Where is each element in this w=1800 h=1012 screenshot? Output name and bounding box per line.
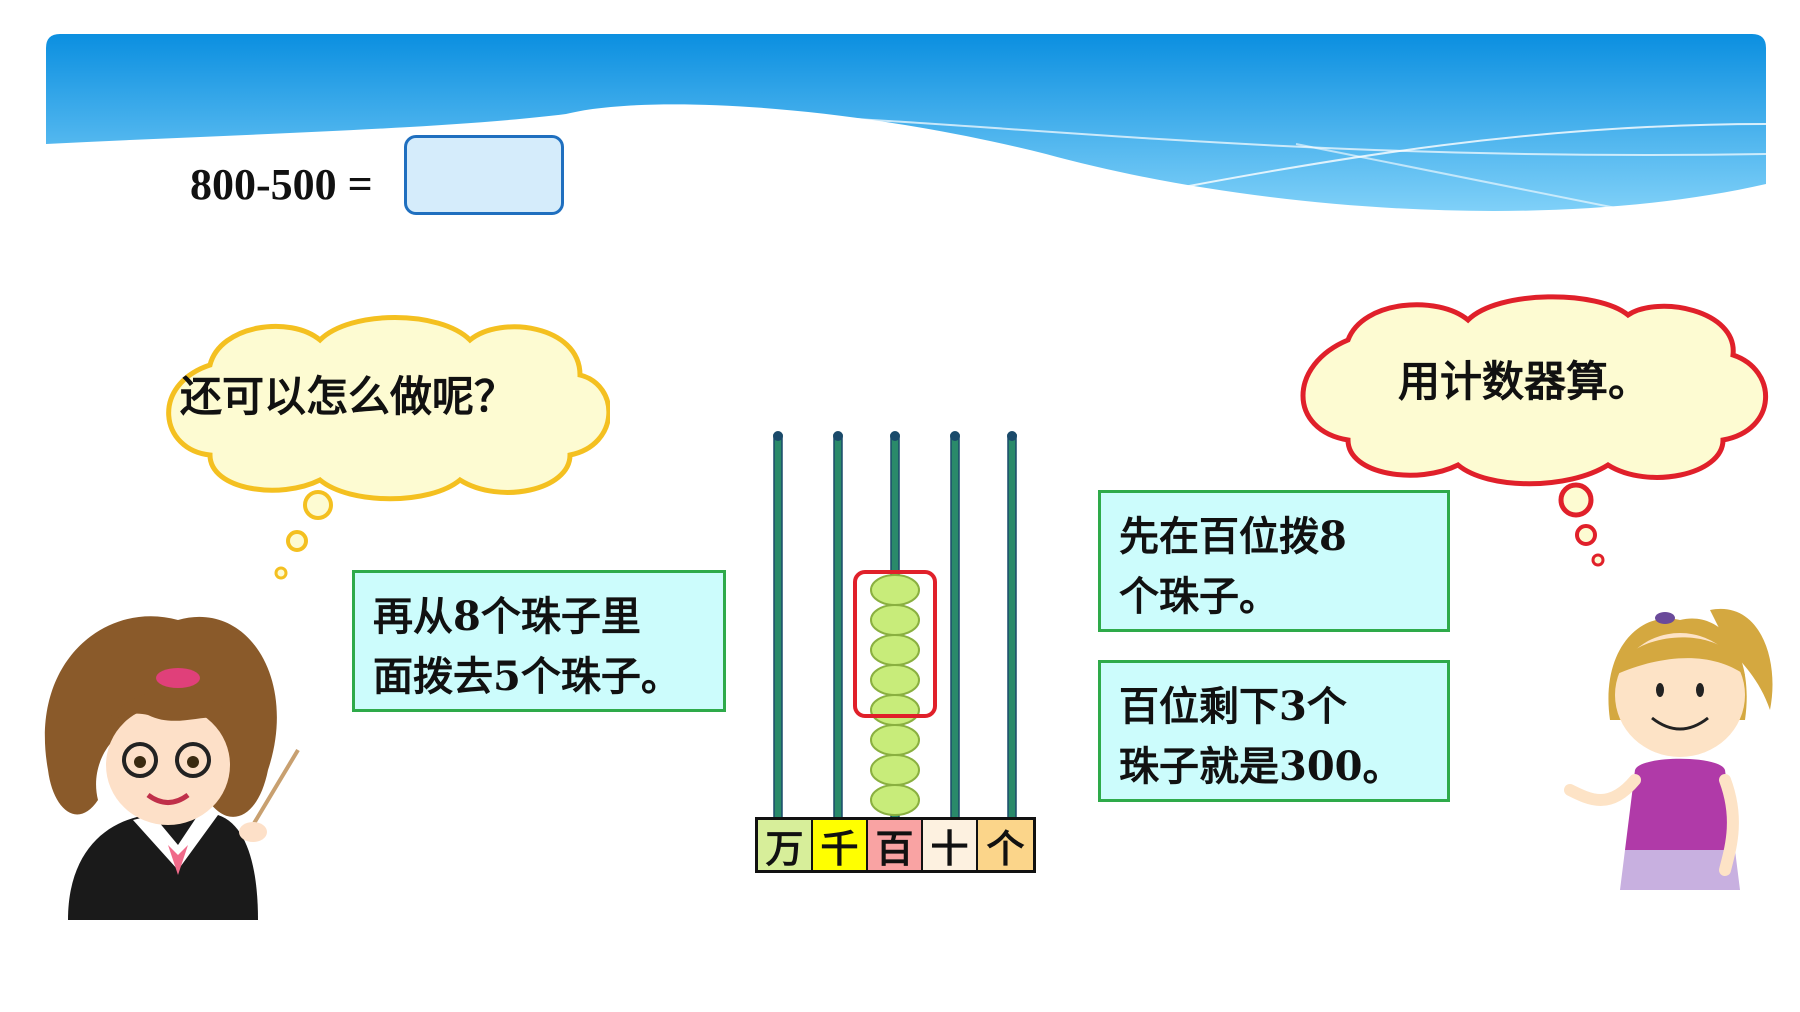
place-label-1: 千 [813,820,868,871]
cloud-shape [1300,294,1769,567]
answer-box[interactable] [404,135,564,215]
girl-answer: 用计数器算。 [1398,357,1651,406]
note-line: 再从8个珠子里 [373,593,641,640]
note-line: 个珠子。 [1119,573,1279,620]
abacus-bead[interactable] [870,784,920,816]
girl-thought-cloud: 用计数器算。 [1268,290,1778,570]
note-line: 百位剩下3个 [1119,683,1347,730]
abacus-rod-4 [1007,434,1017,821]
abacus-bead[interactable] [870,724,920,756]
remove-beads-note: 再从8个珠子里 面拨去5个珠子。 [352,570,726,712]
abacus-counter [773,431,1017,821]
abacus-rod-0 [773,434,783,821]
abacus-rod-cap [1007,431,1017,441]
abacus-rod-cap [833,431,843,441]
girl-illustration [1564,608,1773,890]
place-label-3: 十 [923,820,978,871]
place-value-labels: 万千百十个 [755,817,1036,873]
abacus-bead[interactable] [870,604,920,636]
header-banner [46,34,1766,215]
teacher-question: 还可以怎么做呢？ [180,372,517,421]
place-label-4: 个 [978,820,1033,871]
abacus-bead[interactable] [870,634,920,666]
place-beads-note: 先在百位拨8 个珠子。 [1098,490,1450,632]
note-line: 面拨去5个珠子。 [373,653,681,700]
abacus-bead[interactable] [870,754,920,786]
abacus-bead[interactable] [870,574,920,606]
abacus-rod-cap [890,431,900,441]
place-label-2: 百 [868,820,923,871]
note-line: 珠子就是300。 [1119,743,1403,790]
remaining-beads-note: 百位剩下3个 珠子就是300。 [1098,660,1450,802]
abacus-rod-3 [950,434,960,821]
note-line: 先在百位拨8 [1119,513,1347,560]
teacher-thought-cloud: 还可以怎么做呢？ [140,305,610,595]
teacher-illustration [44,616,300,920]
abacus-bead[interactable] [870,664,920,696]
place-label-0: 万 [758,820,813,871]
abacus-rod-1 [833,434,843,821]
abacus-bead[interactable] [870,694,920,726]
removed-beads-highlight [853,570,937,718]
equation-text: 800-500 = [190,160,373,209]
cloud-shape [166,315,610,580]
abacus-rod-cap [773,431,783,441]
abacus-rod-cap [950,431,960,441]
